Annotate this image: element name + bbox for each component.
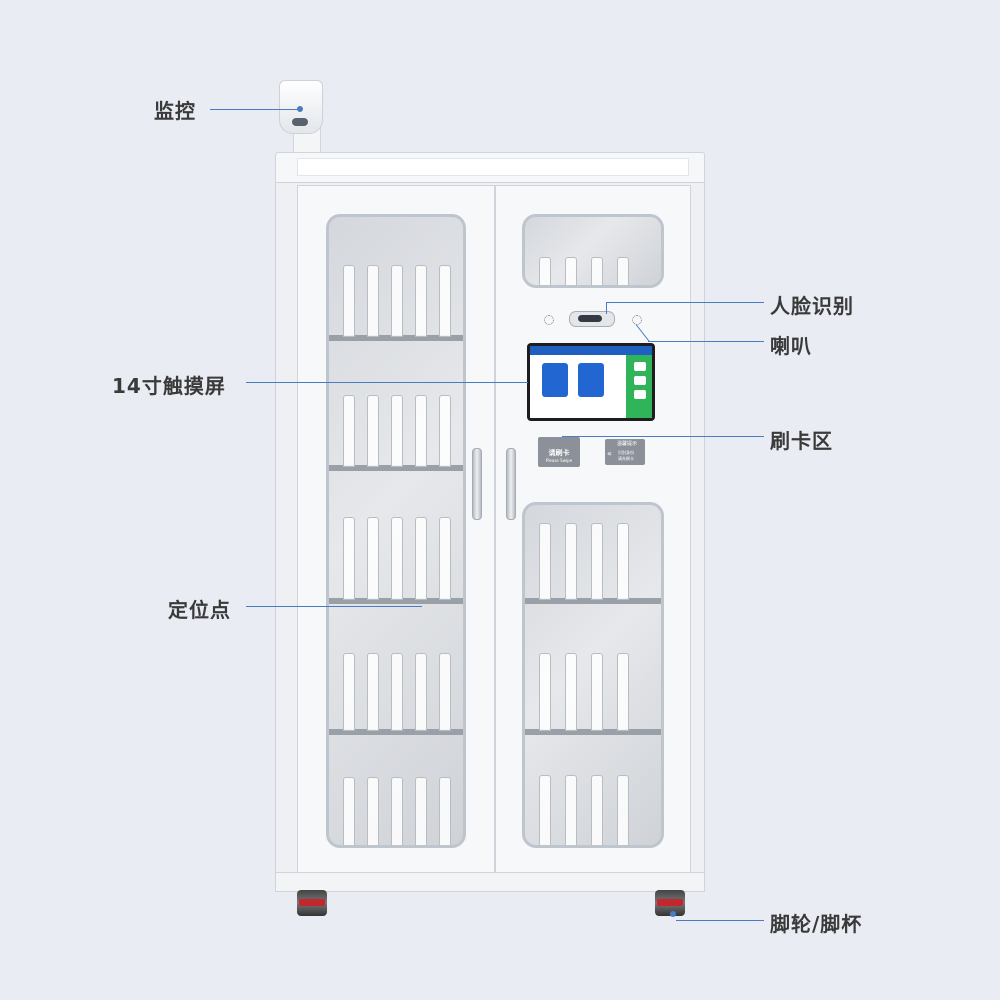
- screen-tile-file-icon: [542, 363, 568, 397]
- label-face-recognition: 人脸识别: [770, 294, 854, 318]
- leader-line-touchscreen: [246, 382, 528, 383]
- file-divider: [343, 517, 355, 600]
- file-divider: [591, 653, 603, 731]
- file-divider: [439, 653, 451, 731]
- shelf: [525, 598, 661, 604]
- screen-ui: [530, 346, 652, 418]
- leader-dot-monitor: [297, 106, 303, 112]
- label-positioning-point: 定位点: [168, 598, 231, 622]
- card-reader-subtitle: Please Swipe: [545, 458, 573, 463]
- card-reader-title: 请刷卡: [548, 449, 570, 457]
- file-divider: [565, 653, 577, 731]
- file-divider: [343, 265, 355, 337]
- file-divider: [367, 777, 379, 845]
- top-light-strip: [297, 158, 689, 176]
- file-divider: [391, 653, 403, 731]
- notice-panel-line2: 请先刷卡: [618, 456, 634, 461]
- file-divider: [415, 777, 427, 845]
- left-door-handle[interactable]: [472, 448, 482, 520]
- cabinet-base: [275, 872, 705, 892]
- leader-line-card-area: [562, 436, 764, 437]
- file-divider: [415, 395, 427, 467]
- label-monitor: 监控: [154, 99, 196, 123]
- label-speaker: 喇叭: [770, 334, 812, 358]
- shelf: [525, 729, 661, 735]
- camera-lens: [292, 118, 308, 126]
- leader-line-monitor: [210, 109, 300, 110]
- file-divider: [617, 523, 629, 600]
- file-divider: [439, 517, 451, 600]
- chevron-left-icon: «: [607, 449, 612, 458]
- touchscreen-display[interactable]: [527, 343, 655, 421]
- file-divider: [565, 523, 577, 600]
- file-divider: [617, 257, 629, 285]
- speaker-grille-left: [544, 315, 554, 325]
- label-touchscreen: 14寸触摸屏: [112, 374, 226, 398]
- shelf: [329, 729, 463, 735]
- face-recognition-camera: [569, 311, 615, 327]
- caster-wheel-left: [297, 890, 327, 916]
- leader-line-face-recognition: [606, 302, 764, 303]
- file-divider: [415, 653, 427, 731]
- left-door-window: [326, 214, 466, 848]
- file-divider: [415, 517, 427, 600]
- file-divider: [617, 775, 629, 845]
- file-divider: [539, 653, 551, 731]
- file-divider: [391, 395, 403, 467]
- leader-line-casters: [676, 920, 764, 921]
- file-divider: [591, 523, 603, 600]
- file-divider: [565, 775, 577, 845]
- notice-panel: 温馨提示 « 识别身份 请先刷卡: [605, 439, 645, 465]
- file-divider: [439, 265, 451, 337]
- label-casters: 脚轮/脚杯: [770, 912, 863, 936]
- file-divider: [439, 777, 451, 845]
- file-divider: [391, 265, 403, 337]
- file-divider: [539, 523, 551, 600]
- notice-panel-line1: 识别身份: [618, 450, 634, 455]
- file-divider: [343, 777, 355, 845]
- speaker-icon: [632, 315, 642, 325]
- shelf: [329, 335, 463, 341]
- shelf: [329, 465, 463, 471]
- file-divider: [415, 265, 427, 337]
- leader-line-positioning-point: [246, 606, 422, 607]
- leader-line-face-recognition-drop: [606, 302, 607, 314]
- file-divider: [343, 395, 355, 467]
- card-reader[interactable]: 请刷卡 Please Swipe: [538, 437, 580, 467]
- leader-line-speaker: [648, 341, 764, 342]
- shelf: [329, 598, 463, 604]
- file-divider: [367, 265, 379, 337]
- file-divider: [439, 395, 451, 467]
- file-divider: [391, 517, 403, 600]
- file-divider: [565, 257, 577, 285]
- file-divider: [367, 653, 379, 731]
- file-divider: [391, 777, 403, 845]
- screen-side-icon: [634, 362, 646, 371]
- leader-dot-casters: [670, 911, 676, 917]
- right-door-top-window: [522, 214, 664, 288]
- file-divider: [539, 257, 551, 285]
- right-door-handle[interactable]: [506, 448, 516, 520]
- label-card-area: 刷卡区: [770, 429, 833, 453]
- screen-tile-person-icon: [578, 363, 604, 397]
- notice-panel-title: 温馨提示: [617, 441, 638, 447]
- file-divider: [367, 517, 379, 600]
- screen-side-icon: [634, 376, 646, 385]
- file-divider: [591, 257, 603, 285]
- file-divider: [367, 395, 379, 467]
- screen-side-icon: [634, 390, 646, 399]
- file-divider: [617, 653, 629, 731]
- file-divider: [343, 653, 355, 731]
- screen-header-bar: [530, 346, 652, 355]
- file-divider: [539, 775, 551, 845]
- file-divider: [591, 775, 603, 845]
- right-door-bottom-window: [522, 502, 664, 848]
